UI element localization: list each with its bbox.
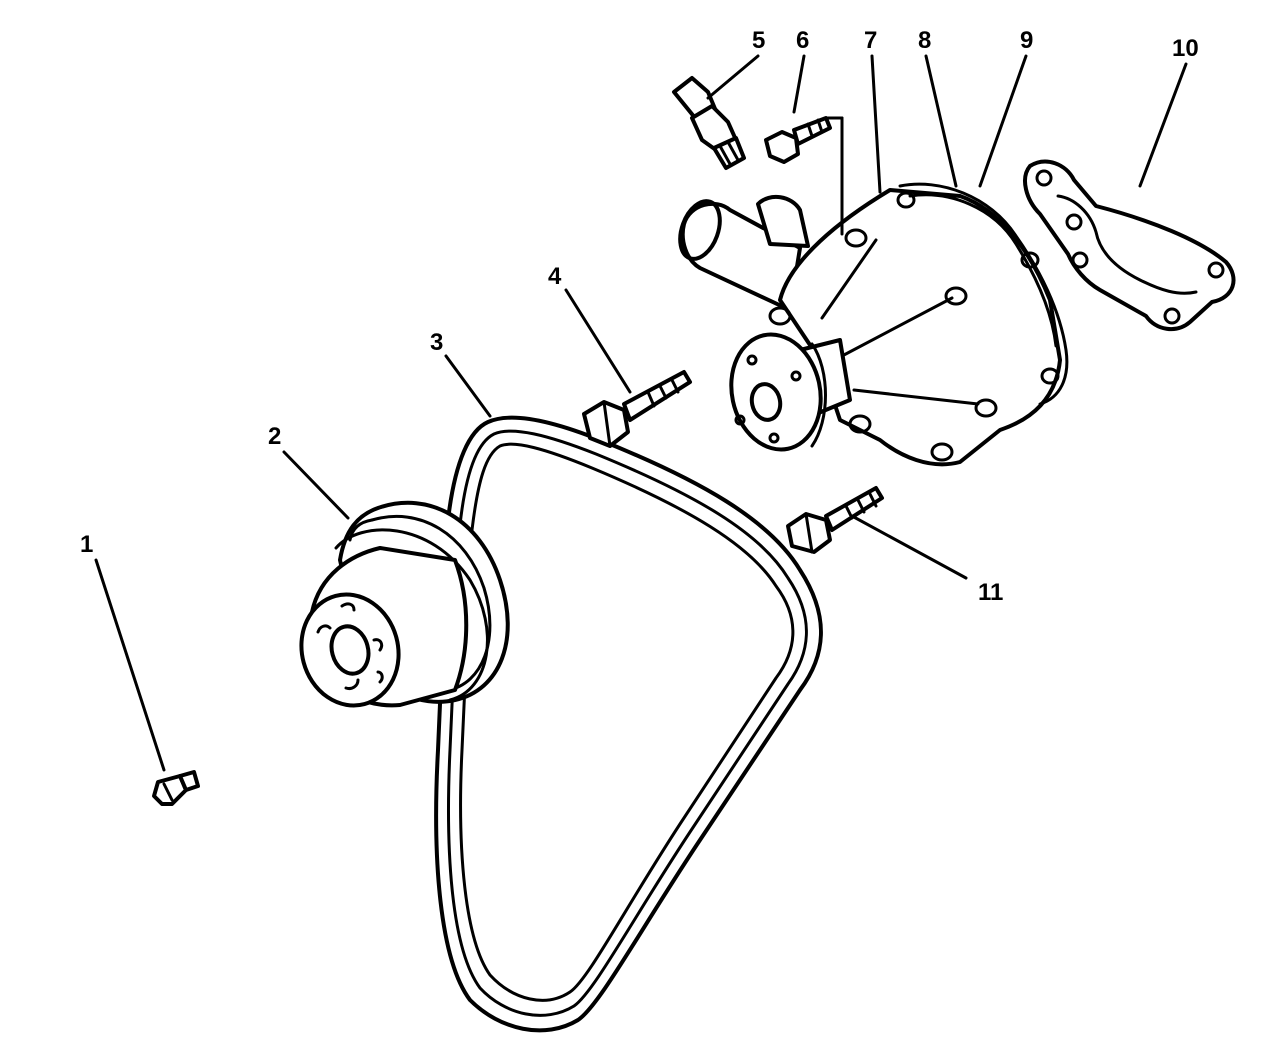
callout-2: 2 bbox=[268, 423, 281, 450]
leader-11 bbox=[850, 514, 968, 580]
leader-4 bbox=[564, 288, 632, 394]
part-10-gasket bbox=[1023, 159, 1236, 332]
callout-4: 4 bbox=[548, 263, 562, 290]
callouts: 1 2 3 4 5 6 7 8 9 10 11 bbox=[80, 27, 1199, 606]
leader-8 bbox=[924, 54, 958, 188]
callout-9: 9 bbox=[1020, 27, 1033, 54]
callout-3: 3 bbox=[430, 329, 443, 356]
leader-6 bbox=[792, 54, 806, 114]
part-4-bolt bbox=[582, 370, 692, 448]
leader-3 bbox=[444, 354, 492, 418]
part-2-pulley bbox=[299, 500, 510, 708]
callout-7: 7 bbox=[864, 27, 877, 54]
callout-6: 6 bbox=[796, 27, 809, 54]
part-5-sender bbox=[672, 76, 746, 170]
callout-5: 5 bbox=[752, 27, 765, 54]
leader-5 bbox=[706, 54, 760, 100]
part-11-bolt bbox=[786, 486, 884, 554]
leader-lines bbox=[94, 54, 1188, 772]
leader-2 bbox=[282, 450, 350, 520]
part-1-plug bbox=[152, 770, 200, 806]
part-3-drive-belt bbox=[434, 415, 823, 1033]
leader-10 bbox=[1138, 62, 1188, 188]
callout-11: 11 bbox=[978, 579, 1003, 606]
callout-8: 8 bbox=[918, 27, 931, 54]
callout-1: 1 bbox=[80, 531, 93, 558]
part-7-water-pump bbox=[678, 182, 1069, 467]
leader-7 bbox=[870, 54, 882, 194]
callout-10: 10 bbox=[1172, 35, 1199, 62]
leader-1 bbox=[94, 558, 166, 772]
part-6-bolt bbox=[764, 116, 832, 164]
leader-9 bbox=[978, 54, 1028, 188]
